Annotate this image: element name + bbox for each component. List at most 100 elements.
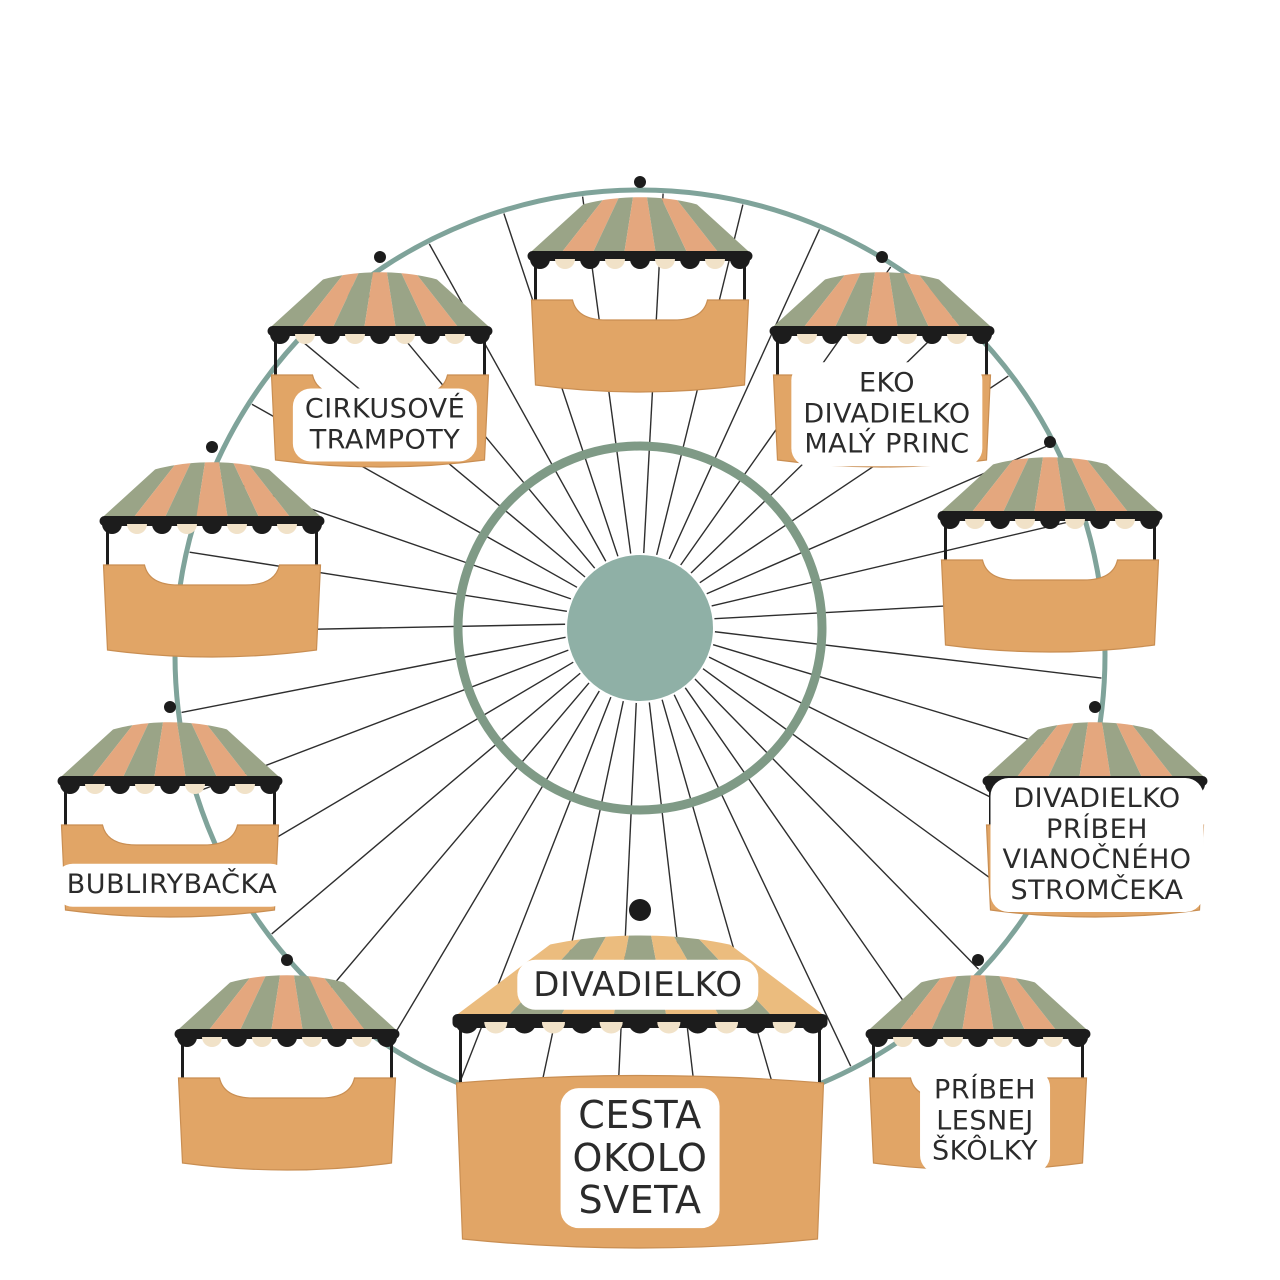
hanger-knob [374,251,386,263]
scallop [177,1037,197,1047]
canopy [174,975,400,1033]
scallop [630,259,650,269]
scallop [455,1022,479,1034]
label-line: CIRKUSOVÉ [304,393,466,425]
scallop [202,1037,222,1047]
scallop [270,334,290,344]
hanger-knob [629,899,651,921]
label-line: PRÍBEH [1046,813,1148,845]
scallop [657,1022,681,1034]
label-line: PRÍBEH [934,1074,1036,1106]
scallop [202,524,222,534]
scallop [110,784,130,794]
label-line: SVETA [578,1178,702,1223]
featured-gondola-title[interactable]: DIVADIELKO [519,961,757,1009]
gondola-label-pribeh-lesnej-skolky[interactable]: PRÍBEH LESNEJ ŠKÔLKY [922,1071,1048,1171]
label-line: TRAMPOTY [309,424,461,455]
canopy [865,975,1091,1033]
scallop [345,334,365,344]
basket [940,559,1160,653]
scallop [947,334,967,344]
scallop [1115,519,1135,529]
gondola[interactable] [174,946,400,1171]
label-line: DIVADIELKO [803,397,971,429]
scallop [570,1022,594,1034]
scallop [160,784,180,794]
scallop [235,784,255,794]
canopy [99,462,325,520]
scallop [445,334,465,344]
basket [530,299,750,393]
spoke [388,690,600,1044]
scallop [897,334,917,344]
scallop [655,259,675,269]
spoke [648,702,699,1114]
gondola-label-eko-divadielko-maly-princ[interactable]: EKO DIVADIELKO MALÝ PRINC [793,364,981,464]
scallop [102,524,122,534]
scallop [302,524,322,534]
gondola-label-divadielko-pribeh-vianocneho-stromceka[interactable]: DIVADIELKO PRÍBEH VIANOČNÉHO STROMČEKA [992,780,1202,910]
gondola[interactable] [99,433,325,658]
gondola-label-bublirybacka[interactable]: BUBLIRYBAČKA [56,865,288,905]
wheel-hub-ring [453,441,827,815]
scallop [470,334,490,344]
scallop [580,259,600,269]
gondola-label-cirkusove-trampoty[interactable]: CIRKUSOVÉ TRAMPOTY [294,390,476,460]
wheel-hub [567,555,713,701]
scallop [302,1037,322,1047]
label-line: EKO [858,367,916,399]
canopy [267,272,493,330]
scallop [1018,1037,1038,1047]
scallop [993,1037,1013,1047]
label-line: CESTA [578,1093,702,1138]
scallop [135,784,155,794]
scallop [1043,1037,1063,1047]
hanger-knob [1089,701,1101,713]
scallop [680,259,700,269]
scallop [968,1037,988,1047]
basket [177,1077,397,1171]
label-line: OKOLO [572,1135,708,1180]
canopy [57,722,283,780]
scallop [730,259,750,269]
spoke [684,687,920,1024]
scallop [1065,519,1085,529]
canopy-band [865,1029,1091,1039]
scallop [1040,519,1060,529]
canopy [937,457,1163,515]
spoke [712,644,1091,759]
scallop [943,1037,963,1047]
basket [102,564,322,658]
scallop [1090,519,1110,529]
scallop [395,334,415,344]
scallop [352,1037,372,1047]
label-line: LESNEJ [936,1104,1034,1136]
scallop [715,1022,739,1034]
featured-gondola-label-cesta-okolo-sveta[interactable]: CESTA OKOLO SVETA [562,1090,718,1226]
spoke [711,518,1082,607]
canopy [769,272,995,330]
label-line: DIVADIELKO [1013,783,1181,814]
scallop [893,1037,913,1047]
scallop [743,1022,767,1034]
featured-title-text: DIVADIELKO [533,964,743,1005]
scallop [599,1022,623,1034]
label-line: BUBLIRYBAČKA [66,868,278,900]
canopy [527,197,753,255]
scallop [177,524,197,534]
canopy-band [769,326,995,336]
label-line: STROMČEKA [1010,874,1184,906]
canopy-band [267,326,493,336]
scallop [772,1022,796,1034]
gondola[interactable] [527,168,753,393]
scallop [541,1022,565,1034]
gondola[interactable] [937,428,1163,653]
canopy-band [174,1029,400,1039]
scallop [513,1022,537,1034]
spoke [228,661,574,867]
spoke [428,243,607,562]
canopy-band [57,776,283,786]
spoke [536,700,624,1106]
scallop [185,784,205,794]
scallop [210,784,230,794]
